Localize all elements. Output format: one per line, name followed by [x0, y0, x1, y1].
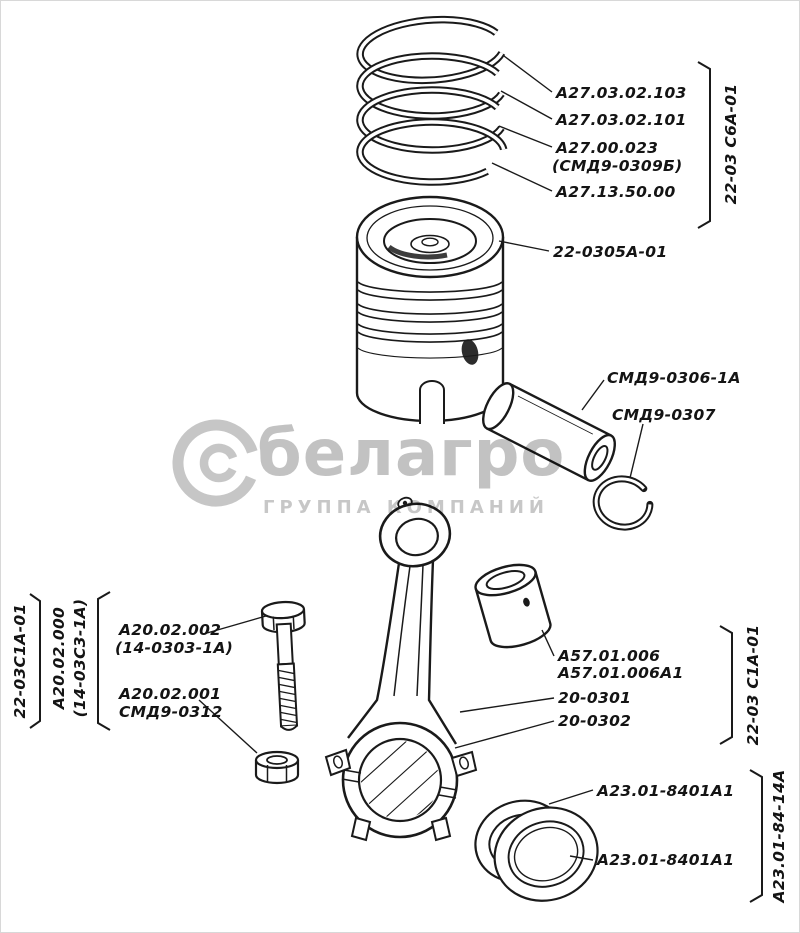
connecting-rod — [324, 496, 478, 842]
belagro-logo-icon — [172, 419, 258, 507]
group-brackets — [29, 61, 763, 903]
part-label-circlip: СМД9-0307 — [612, 406, 716, 424]
part-label-connecting-rod: 20-0301 — [558, 689, 632, 707]
rod-bolt — [260, 600, 306, 731]
assembly-label-rod-left-alt: А20.02.000 — [50, 606, 68, 710]
part-label-bushing-alt: А57.01.006А1 — [558, 664, 684, 682]
part-label-rod-bolt: А20.02.002 — [119, 621, 222, 639]
piston-rings — [356, 15, 508, 186]
part-label-rod-nut: А20.02.001 — [119, 685, 222, 703]
bearing-shells — [474, 799, 599, 902]
part-label-piston-pin: СМД9-0306-1А — [607, 369, 741, 387]
part-label-piston: 22-0305А-01 — [553, 243, 668, 261]
part-label-bushing: А57.01.006 — [558, 647, 661, 665]
circlip — [592, 475, 654, 531]
part-label-connecting-rod-alt: 20-0302 — [558, 712, 632, 730]
part-label-bearing-shell-lower: А23.01-8401А1 — [597, 851, 735, 869]
part-label-oil-ring: А27.00.023 — [556, 139, 659, 157]
assembly-label-rod-right: 22-03 С1А-01 — [744, 624, 762, 746]
assembly-label-rod-left-alt2: (14-03С3-1А) — [71, 598, 89, 718]
assembly-label-bearing-shells-set: А23.01-84-14А — [770, 769, 788, 903]
part-label-compression-ring-2: А27.03.02.101 — [556, 111, 687, 129]
assembly-label-rod-left: 22-03С1А-01 — [11, 603, 29, 719]
part-label-oil-ring-alt: (СМД9-0309Б) — [552, 157, 683, 175]
part-label-bearing-shell-upper: А23.01-8401А1 — [597, 782, 735, 800]
part-label-compression-ring-1: А27.03.02.103 — [556, 84, 687, 102]
piston — [355, 195, 505, 424]
leader-lines — [198, 55, 644, 861]
assembly-label-rings-set: 22-03 С6А-01 — [722, 83, 740, 205]
rod-nut — [254, 750, 300, 785]
part-label-rod-nut-alt: СМД9-0312 — [119, 703, 223, 721]
piston-pin — [482, 382, 616, 482]
part-label-rod-bolt-alt: (14-0303-1А) — [115, 639, 234, 657]
small-end-bushing — [474, 563, 552, 649]
part-label-ring-expander: А27.13.50.00 — [556, 183, 676, 201]
